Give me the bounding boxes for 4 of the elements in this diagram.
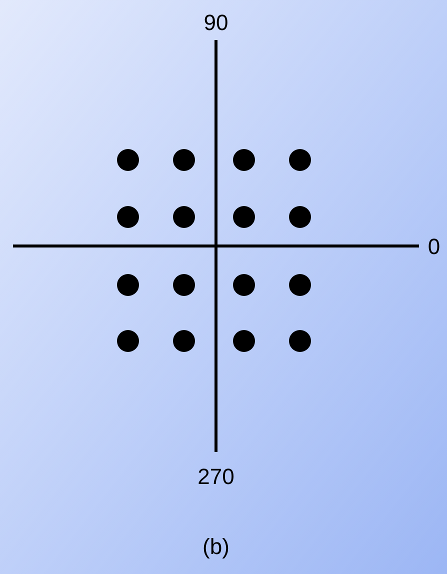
axis-angle-label: 270 bbox=[196, 464, 236, 490]
axis-angle-label: 90 bbox=[202, 10, 230, 36]
caption: (b) bbox=[202, 534, 230, 560]
axis-angle-label: 0 bbox=[426, 234, 442, 260]
